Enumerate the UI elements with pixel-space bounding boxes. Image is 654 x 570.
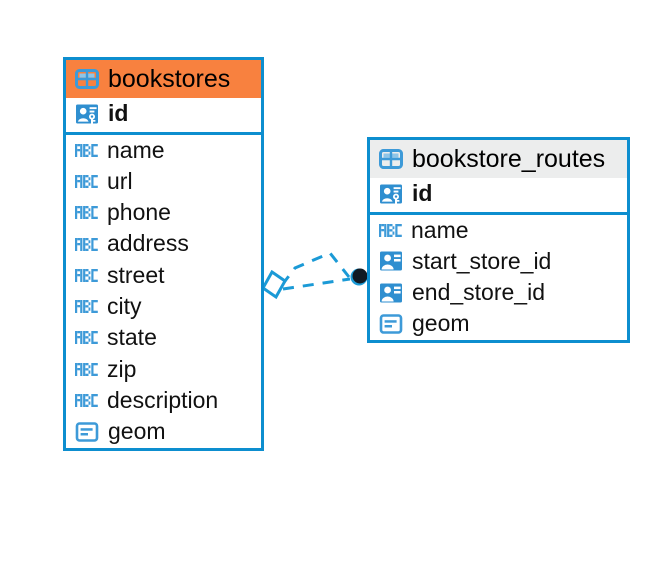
field-list-bookstores: id [66, 98, 261, 447]
geometry-icon [75, 420, 99, 444]
text-abc-icon [75, 142, 98, 159]
entity-title: bookstores [108, 65, 231, 93]
primary-key-icon [75, 102, 99, 126]
field-label: phone [107, 199, 171, 226]
field-row-geom[interactable]: geom [66, 416, 261, 447]
text-abc-icon [75, 329, 98, 346]
field-label: end_store_id [412, 279, 545, 306]
foreign-key-icon [379, 281, 403, 305]
text-abc-icon [75, 267, 98, 284]
relationship-circle-halo [350, 268, 368, 286]
text-abc-icon [75, 361, 98, 378]
entity-table-bookstores[interactable]: bookstores id [63, 57, 264, 451]
field-label: geom [108, 418, 166, 445]
field-label: name [107, 136, 165, 163]
primary-key-icon [379, 182, 403, 206]
field-row-url[interactable]: url [66, 166, 261, 197]
field-label: id [412, 180, 433, 207]
field-row-zip[interactable]: zip [66, 354, 261, 385]
field-row-city[interactable]: city [66, 291, 261, 322]
field-row-end-store-id[interactable]: end_store_id [370, 277, 627, 308]
relationship-diamond-endpoint [261, 269, 287, 300]
field-row-id[interactable]: id [66, 98, 261, 135]
field-label: geom [412, 310, 470, 337]
entity-header-bookstores[interactable]: bookstores [66, 60, 261, 99]
field-row-description[interactable]: description [66, 385, 261, 416]
entity-header-bookstore-routes[interactable]: bookstore_routes [370, 140, 627, 179]
field-row-phone[interactable]: phone [66, 197, 261, 228]
text-abc-icon [379, 222, 402, 239]
geometry-icon [379, 312, 403, 336]
entity-table-bookstore-routes[interactable]: bookstore_routes [367, 137, 630, 343]
field-row-geom[interactable]: geom [370, 308, 627, 339]
text-abc-icon [75, 173, 98, 190]
table-icon [75, 67, 99, 91]
field-label: city [107, 293, 142, 320]
relationship-circle-endpoint [352, 268, 368, 284]
field-label: zip [107, 355, 137, 382]
field-label: url [107, 167, 133, 194]
field-row-start-store-id[interactable]: start_store_id [370, 246, 627, 277]
relationship-path-lower [282, 277, 351, 291]
field-row-name[interactable]: name [66, 135, 261, 166]
text-abc-icon [75, 392, 98, 409]
field-label: address [107, 230, 189, 257]
field-row-name[interactable]: name [370, 215, 627, 246]
foreign-key-icon [379, 249, 403, 273]
field-row-street[interactable]: street [66, 260, 261, 291]
text-abc-icon [75, 204, 98, 221]
relationship-path-upper [280, 251, 351, 286]
text-abc-icon [75, 236, 98, 253]
field-label: id [108, 100, 129, 127]
table-icon [379, 147, 403, 171]
entity-title: bookstore_routes [412, 145, 606, 173]
text-abc-icon [75, 298, 98, 315]
field-row-address[interactable]: address [66, 228, 261, 259]
field-label: description [107, 386, 219, 413]
field-label: name [411, 216, 469, 243]
field-row-state[interactable]: state [66, 322, 261, 353]
field-label: street [107, 261, 165, 288]
field-list-bookstore-routes: id [370, 178, 627, 339]
field-label: state [107, 324, 157, 351]
field-label: start_store_id [412, 247, 552, 274]
field-row-id[interactable]: id [370, 178, 627, 215]
